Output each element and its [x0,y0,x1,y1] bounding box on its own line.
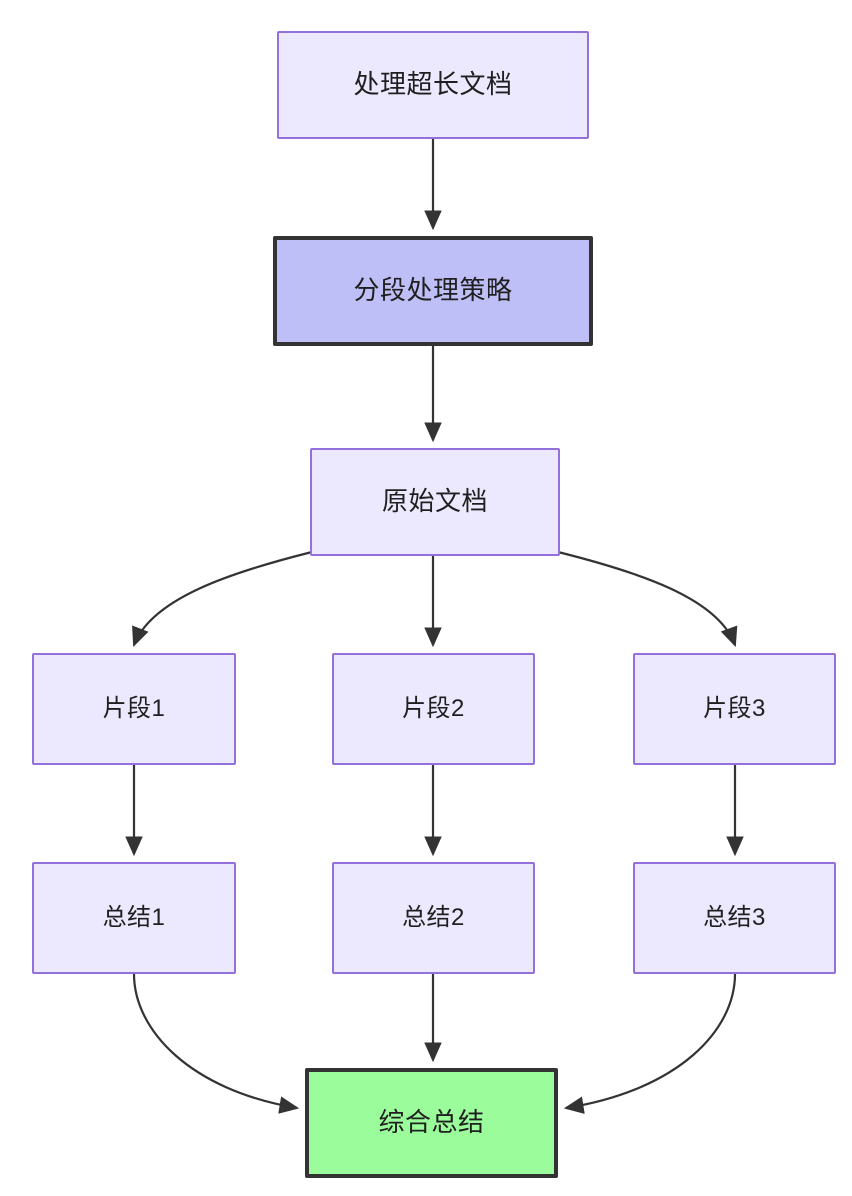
node-process-long-document[interactable]: 处理超长文档 [277,31,589,139]
node-label: 总结3 [703,903,766,931]
node-label: 片段3 [703,694,766,722]
edge-summary1-to-final [132,973,300,1114]
node-label: 总结2 [402,903,465,931]
node-label: 总结1 [102,903,166,931]
edge-summary3-to-final [563,973,737,1114]
edge-source-to-chunk1 [132,550,313,648]
node-chunking-strategy[interactable]: 分段处理策略 [273,236,593,346]
node-label: 片段1 [102,694,166,722]
node-label: 综合总结 [378,1107,485,1138]
node-summary-3[interactable]: 总结3 [633,862,836,974]
node-label: 处理超长文档 [353,69,513,100]
node-source-document[interactable]: 原始文档 [310,448,560,556]
node-summary-2[interactable]: 总结2 [332,862,535,974]
edge-source-to-chunk3 [557,550,738,648]
node-chunk-2[interactable]: 片段2 [332,653,535,765]
node-chunk-3[interactable]: 片段3 [633,653,836,765]
node-final-summary[interactable]: 综合总结 [305,1068,558,1178]
node-chunk-1[interactable]: 片段1 [32,653,236,765]
node-summary-1[interactable]: 总结1 [32,862,236,974]
node-label: 分段处理策略 [353,275,513,306]
node-label: 原始文档 [381,486,488,517]
node-label: 片段2 [402,694,465,722]
